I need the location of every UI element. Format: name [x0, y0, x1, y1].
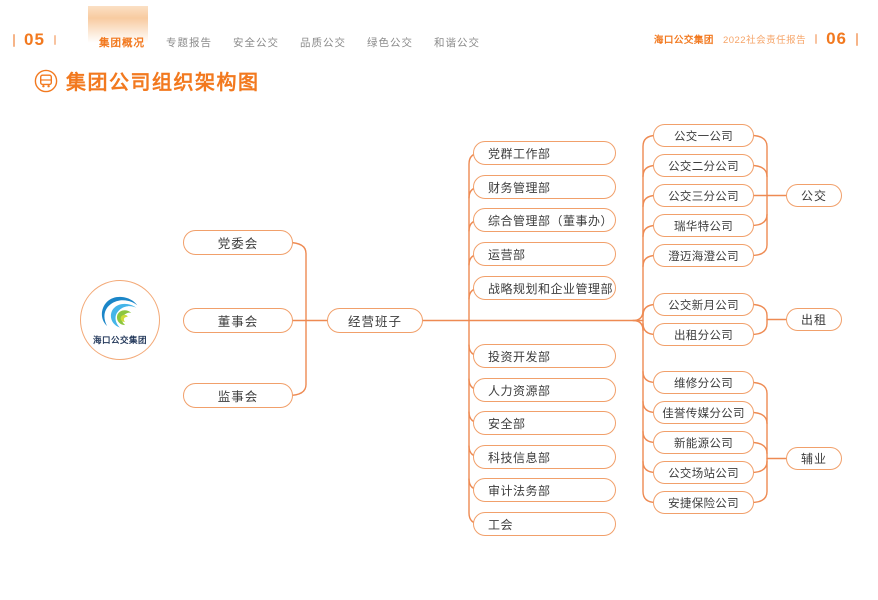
page-marker-bar	[53, 35, 56, 45]
node-company: 瑞华特公司	[653, 214, 754, 237]
node-company: 公交新月公司	[653, 293, 754, 316]
node-category-auxiliary: 辅业	[786, 447, 842, 470]
node-category-bus: 公交	[786, 184, 842, 207]
page-marker-bar	[856, 32, 858, 46]
page-number: 05	[24, 30, 45, 49]
company-logo: 海口公交集团	[80, 280, 160, 360]
tab-safe-transit[interactable]: 安全公交	[233, 37, 279, 49]
node-company: 新能源公司	[653, 431, 754, 454]
page-number: 06	[826, 29, 847, 48]
logo-label: 海口公交集团	[92, 335, 147, 345]
node-company: 澄迈海澄公司	[653, 244, 754, 267]
node-dept: 战略规划和企业管理部	[473, 276, 616, 300]
page-number-left: 05	[13, 30, 56, 50]
node-dept: 综合管理部（董事办）	[473, 208, 616, 232]
page-marker-bar	[815, 34, 818, 44]
section-header: 集团公司组织架构图	[34, 66, 260, 95]
node-dept: 财务管理部	[473, 175, 616, 199]
node-company: 公交二分公司	[653, 154, 754, 177]
node-dept: 工会	[473, 512, 616, 536]
node-company: 公交一公司	[653, 124, 754, 147]
page-marker-bar	[13, 33, 15, 47]
node-category-taxi: 出租	[786, 308, 842, 331]
header-right: 海口公交集团 2022社会责任报告 06	[654, 29, 858, 49]
node-dept: 人力资源部	[473, 378, 616, 402]
tab-green-transit[interactable]: 绿色公交	[367, 37, 413, 49]
node-dept: 科技信息部	[473, 445, 616, 469]
node-management-team: 经营班子	[327, 308, 423, 333]
bus-icon	[34, 69, 58, 92]
node-company: 佳誉传媒分公司	[653, 401, 754, 424]
tab-special-report[interactable]: 专题报告	[166, 37, 212, 49]
node-dept: 投资开发部	[473, 344, 616, 368]
node-board-of-supervisors: 监事会	[183, 383, 293, 408]
node-company: 公交场站公司	[653, 461, 754, 484]
node-company: 公交三分公司	[653, 184, 754, 207]
node-company: 安捷保险公司	[653, 491, 754, 514]
node-dept: 安全部	[473, 411, 616, 435]
logo-swirl-icon	[101, 296, 138, 328]
node-dept: 审计法务部	[473, 478, 616, 502]
brand-name: 海口公交集团	[653, 35, 714, 46]
node-company: 维修分公司	[653, 371, 754, 394]
node-board-of-directors: 董事会	[183, 308, 293, 333]
node-party-committee: 党委会	[183, 230, 293, 255]
tab-quality-transit[interactable]: 品质公交	[300, 37, 346, 49]
tab-harmonious-transit[interactable]: 和谐公交	[434, 37, 480, 49]
active-tab-highlight	[88, 6, 148, 46]
tab-group-overview[interactable]: 集团概况	[99, 37, 145, 49]
node-dept: 运营部	[473, 242, 616, 266]
report-nav-tabs: 集团概况 专题报告 安全公交 品质公交 绿色公交 和谐公交	[95, 33, 484, 52]
node-company: 出租分公司	[653, 323, 754, 346]
node-dept: 党群工作部	[473, 141, 616, 165]
section-title: 集团公司组织架构图	[66, 72, 260, 94]
report-title: 2022社会责任报告	[722, 35, 807, 46]
